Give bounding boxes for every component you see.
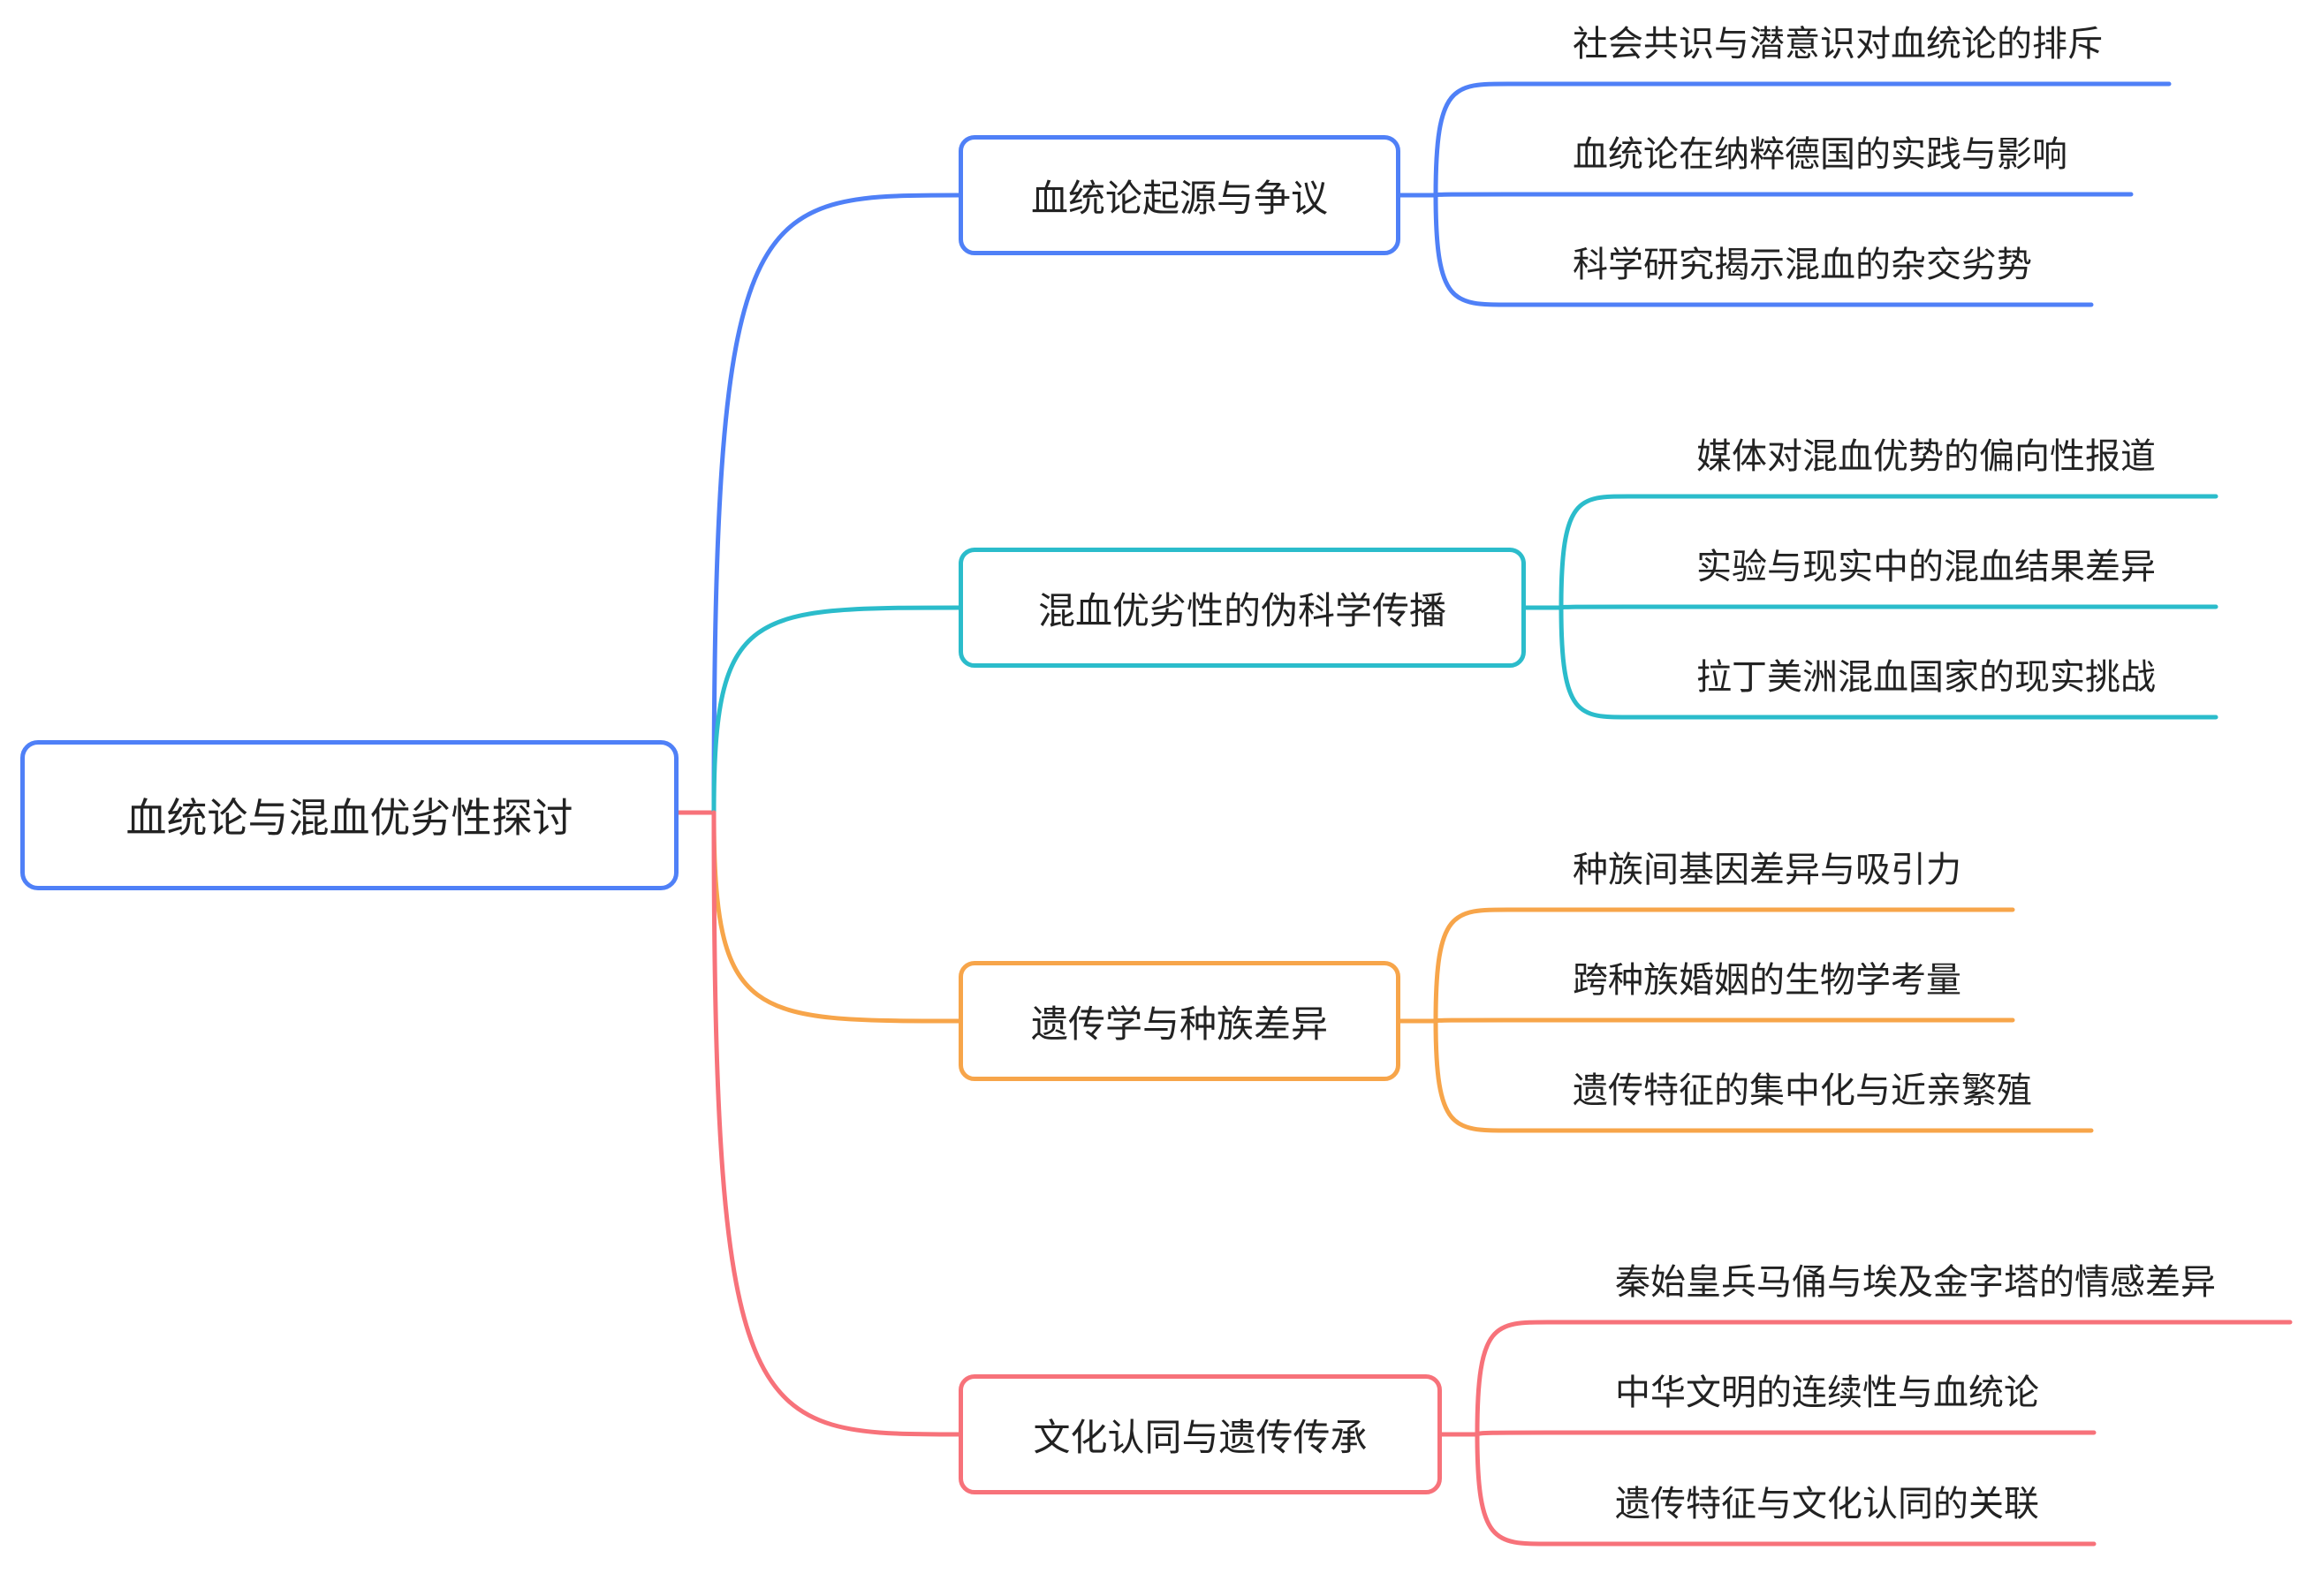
leaf-node[interactable]: 中华文明的连续性与血统论 xyxy=(1615,1373,2039,1413)
leaf-link xyxy=(1433,81,2172,198)
leaf-link xyxy=(1475,1432,2097,1547)
leaf-node[interactable]: 遗传特征与文化认同的关联 xyxy=(1615,1484,2039,1524)
leaf-node[interactable]: 社会共识与潜意识对血统论的排斥 xyxy=(1573,24,2103,64)
leaf-link xyxy=(1433,1018,2094,1133)
leaf-node[interactable]: 实验与现实中的混血结果差异 xyxy=(1696,547,2156,587)
leaf-node[interactable]: 媒体对混血优势的偏向性报道 xyxy=(1696,436,2156,477)
branch-label: 混血优劣性的伪科学传播 xyxy=(1037,588,1446,632)
leaf-link xyxy=(1433,192,2134,198)
leaf-node[interactable]: 秦始皇兵马俑与埃及金字塔的情感差异 xyxy=(1615,1262,2216,1303)
branch-link xyxy=(711,810,961,1024)
leaf-node[interactable]: 跨种族婚姻的生物学考量 xyxy=(1573,960,1961,1001)
branch-node-culture[interactable]: 文化认同与遗传传承 xyxy=(959,1374,1442,1494)
leaf-node[interactable]: 科学研究揭示混血的杂交劣势 xyxy=(1573,245,2032,285)
branch-link xyxy=(711,605,961,815)
leaf-link xyxy=(1559,604,2218,610)
leaf-link xyxy=(1433,907,2015,1024)
leaf-link xyxy=(1475,1430,2097,1437)
leaf-link xyxy=(1559,494,2218,610)
root-node[interactable]: 血统论与混血优劣性探讨 xyxy=(20,740,679,890)
leaf-node[interactable]: 遗传特征的集中化与近亲繁殖 xyxy=(1573,1070,2032,1111)
root-label: 血统论与混血优劣性探讨 xyxy=(125,794,573,842)
leaf-link xyxy=(1559,605,2218,720)
branch-node-genetics[interactable]: 遗传学与种族差异 xyxy=(959,961,1400,1081)
leaf-node[interactable]: 种族间基因差异与吸引力 xyxy=(1573,850,1961,890)
branch-link xyxy=(711,810,961,1437)
branch-node-pseudoscience[interactable]: 混血优劣性的伪科学传播 xyxy=(959,548,1526,668)
branch-label: 文化认同与遗传传承 xyxy=(1033,1415,1368,1459)
leaf-link xyxy=(1475,1320,2293,1437)
leaf-link xyxy=(1433,1017,2015,1024)
branch-label: 遗传学与种族差异 xyxy=(1030,1002,1328,1046)
branch-label: 血统论起源与争议 xyxy=(1030,176,1328,220)
leaf-node[interactable]: 血统论在纳粹德国的实践与影响 xyxy=(1573,134,2067,175)
branch-node-bloodline-origin[interactable]: 血统论起源与争议 xyxy=(959,135,1400,255)
leaf-node[interactable]: 拉丁美洲混血国家的现实挑战 xyxy=(1696,657,2156,698)
leaf-link xyxy=(1433,193,2094,307)
branch-link xyxy=(711,193,961,815)
